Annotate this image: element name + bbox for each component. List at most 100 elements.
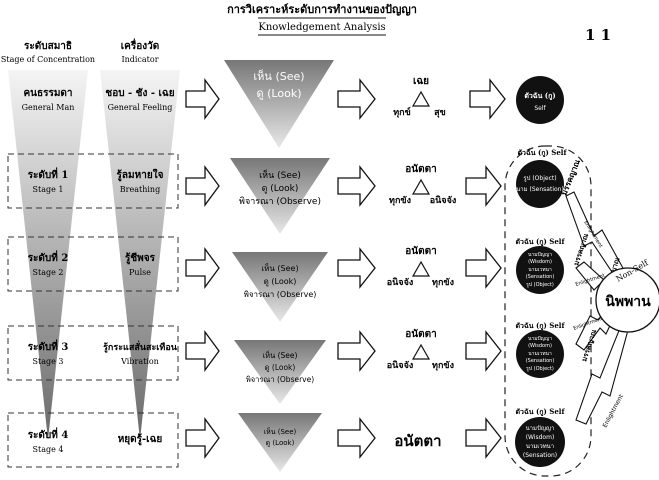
- stage-label-en: General Man: [22, 103, 75, 112]
- indicator-label-en: Pulse: [129, 268, 151, 277]
- stage-label-th: ระดับที่ 2: [28, 250, 69, 264]
- result-left: อนิจจัง: [387, 360, 414, 371]
- stage-label-en: Stage 1: [33, 185, 64, 194]
- funnel-stage-4: [238, 413, 322, 472]
- result-left: ทุกขัง: [389, 195, 411, 206]
- funnel-text: ดู (Look): [264, 277, 297, 287]
- stage-box-4: [7, 412, 179, 468]
- self-circle-title: ตัวฉัน (กู) Self: [516, 237, 566, 247]
- arrow-right-icon: [185, 247, 220, 289]
- arrow-right-icon: [469, 78, 506, 120]
- indicator-label-th: ชอบ - ชัง - เฉย: [105, 87, 174, 99]
- indicator-label-th: รู้ลมหายใจ: [117, 168, 164, 182]
- self-circle: [516, 246, 564, 294]
- self-circle-line: นามเวทนา: [526, 443, 554, 450]
- stage-box-3: [7, 325, 179, 381]
- funnel-stage-1: [230, 158, 330, 234]
- result-top: เฉย: [413, 76, 429, 87]
- self-circle: [516, 76, 564, 124]
- self-circle-sub: Self: [534, 105, 546, 112]
- funnel-stage-2: [232, 252, 328, 322]
- funnel-stage-3: [234, 340, 326, 404]
- self-circle-line: (Wisdom): [528, 259, 552, 265]
- self-circle-title: ตัวฉัน (กู) Self: [516, 321, 566, 331]
- self-circle-line: (Wisdom): [528, 343, 552, 349]
- self-circle-line: รูป (Object): [526, 366, 554, 372]
- stage-label-en: Stage 3: [33, 357, 64, 366]
- stage-label-en: Stage 4: [33, 445, 64, 454]
- self-circle-line: รูป (Object): [526, 282, 554, 288]
- arrow-right-icon: [337, 247, 376, 289]
- funnel-text: พิจารณา (Observe): [239, 196, 321, 207]
- title-thai: การวิเคราะห์ระดับการทำงานของปัญญา: [227, 3, 417, 16]
- result-left: ทุกข์: [393, 106, 411, 118]
- triangle-icon: [411, 260, 431, 277]
- arrow-right-icon: [337, 417, 376, 459]
- link-label-th: มรรคญาณ: [571, 232, 590, 267]
- funnel-text: ดู (Look): [262, 184, 299, 194]
- arrow-right-icon: [185, 417, 220, 459]
- indicator-label-en: Vibration: [120, 357, 159, 366]
- self-circle-line: (Sensation): [523, 452, 557, 459]
- arrow-right-icon: [185, 165, 220, 207]
- indicator-label-en: General Feeling: [108, 103, 173, 112]
- indicator-label-th: รู้ชีพจร: [125, 252, 156, 265]
- link-label-en: Enlightment: [602, 393, 626, 429]
- arrow-right-icon: [465, 330, 502, 372]
- self-circle-line: (Sensation): [526, 358, 555, 364]
- stage-label-th: ระดับที่ 3: [28, 339, 69, 353]
- funnel-text: ดู (Look): [265, 363, 296, 372]
- self-circle-line: (Wisdom): [526, 434, 555, 441]
- funnel-text: พิจารณา (Observe): [246, 375, 314, 384]
- self-circle-line: นามปัญญา: [528, 336, 552, 342]
- triangle-icon: [411, 90, 431, 107]
- triangle-icon: [411, 178, 431, 195]
- concentration-cone: [8, 70, 88, 440]
- result-right: ทุกขัง: [432, 277, 454, 288]
- self-circle-title: ตัวฉัน (กู) Self: [516, 407, 566, 417]
- col-indicator-th: เครื่องวัด: [121, 38, 159, 52]
- col-indicator-en: Indicator: [121, 55, 158, 64]
- result-top: อนัตตา: [405, 163, 436, 175]
- funnel-text: ดู (Look): [266, 439, 295, 447]
- funnel-text: เห็น (See): [253, 69, 304, 83]
- funnel-text: เห็น (See): [261, 263, 298, 273]
- self-circle: [515, 417, 565, 467]
- arrow-right-icon: [465, 165, 502, 207]
- result-top: อนัตตา: [405, 328, 436, 340]
- funnel-text: เห็น (See): [264, 427, 297, 436]
- stage-label-th: ระดับที่ 1: [28, 167, 69, 181]
- self-circle-title: ตัวฉัน (กู): [524, 91, 555, 101]
- funnel-general: [224, 60, 334, 148]
- result-right: อนิจจัง: [430, 195, 457, 206]
- stage-box-1: [7, 153, 179, 209]
- self-circle-line: นาม (Sensation): [516, 186, 564, 193]
- self-circle-line: รูป (Object): [523, 175, 556, 182]
- funnel-text: ดู (Look): [257, 87, 302, 100]
- page-number: 1 1: [585, 26, 611, 44]
- self-circle-line: นามเวทนา: [528, 351, 552, 357]
- self-circle: [516, 330, 564, 378]
- arrow-right-icon: [337, 78, 376, 120]
- result-single: อนัตตา: [394, 432, 441, 450]
- indicator-label-th: รู้กระแสสั่นสะเทือน: [103, 340, 178, 353]
- stage-label-th: ระดับที่ 4: [28, 427, 69, 441]
- col-concentration-en: Stage of Concentration: [1, 55, 95, 64]
- nirvana-label: นิพพาน: [605, 294, 651, 310]
- self-enclosure: [504, 145, 592, 477]
- arrow-right-icon: [465, 417, 502, 459]
- self-circle: [516, 160, 564, 208]
- arrow-right-icon: [337, 165, 376, 207]
- result-top: อนัตตา: [405, 245, 436, 257]
- triangle-icon: [411, 343, 431, 360]
- funnel-text: เห็น (See): [259, 168, 301, 181]
- arrow-right-icon: [465, 247, 502, 289]
- self-circle-line: นามปัญญา: [526, 425, 555, 432]
- result-right: ทุกขัง: [432, 360, 454, 371]
- self-circle-title: ตัวฉัน (กู) Self: [518, 148, 568, 158]
- stage-label-en: Stage 2: [33, 268, 64, 277]
- self-circle-line: นามปัญญา: [528, 252, 552, 258]
- funnel-text: พิจารณา (Observe): [244, 290, 317, 299]
- title-english: Knowledgement Analysis: [258, 22, 385, 33]
